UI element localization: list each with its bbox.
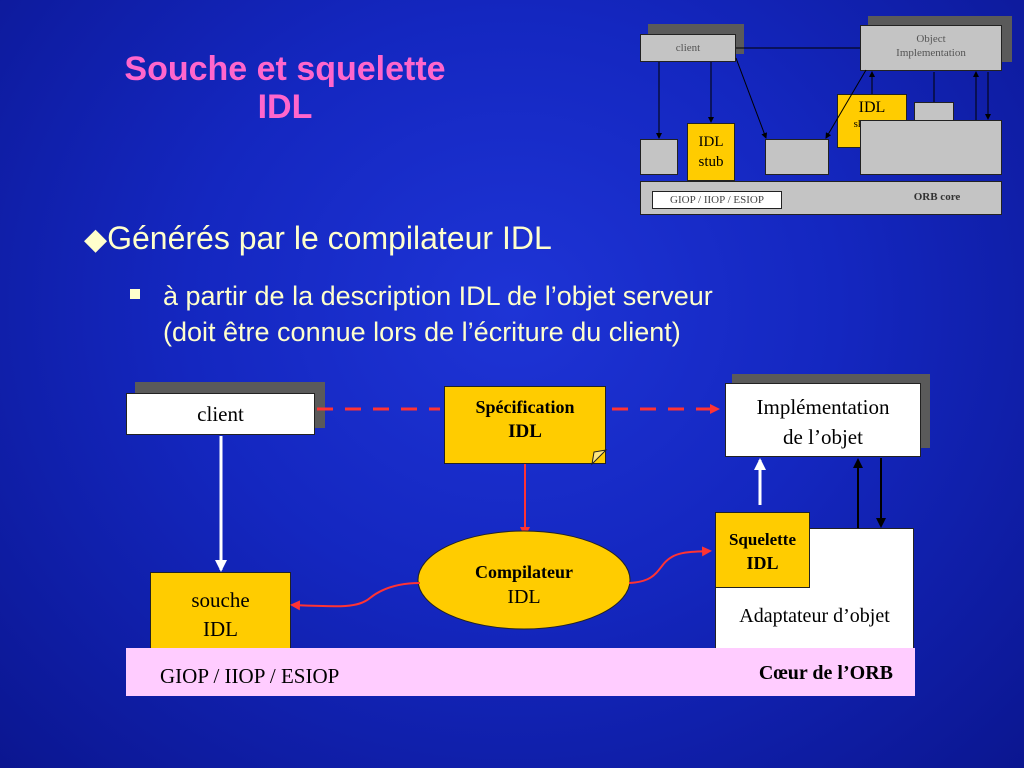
idl-skeleton-box: Squelette IDL	[715, 512, 810, 588]
title-line-2: IDL	[257, 88, 313, 126]
bullet-level-2-line-2: (doit être connue lors de l’écriture du …	[163, 317, 681, 347]
client-label: client	[197, 402, 244, 426]
overview-thumbnail: client Object Implementation IDL stub ID…	[636, 14, 1012, 220]
stub-line-2: IDL	[203, 617, 238, 641]
thumb-arrow-3	[735, 57, 768, 139]
compiler-to-skeleton-arrow	[628, 546, 712, 584]
stub-line-1: souche	[191, 588, 250, 612]
thumb-stub-line-2: stub	[698, 154, 724, 170]
bullet-level-1-text: Générés par le compilateur IDL	[107, 220, 552, 256]
thumb-adapter-block	[860, 120, 1002, 175]
object-implementation-box: Implémentation de l’objet	[725, 383, 921, 457]
spec-dog-ear	[591, 449, 608, 466]
thumb-stub-left-block	[640, 139, 678, 175]
thumb-giop-text: GIOP / IIOP / ESIOP	[670, 194, 764, 206]
thumb-middle-block	[765, 139, 829, 175]
thumb-impl-line-2: Implementation	[896, 47, 966, 59]
compiler-to-stub-arrow	[290, 582, 421, 611]
thumb-giop-label: GIOP / IIOP / ESIOP	[652, 191, 782, 209]
slide-title: Souche et squelette IDL	[60, 50, 510, 126]
adapter-label: Adaptateur d’objet	[739, 605, 890, 627]
skel-line-2: IDL	[746, 553, 779, 573]
compiler-line-1: Compilateur	[475, 562, 573, 582]
giop-label: GIOP / IIOP / ESIOP	[160, 664, 340, 688]
bullet-level-1: ◆Générés par le compilateur IDL	[84, 220, 552, 257]
thumb-client-box: client	[640, 34, 736, 62]
spec-line-2: IDL	[508, 421, 542, 442]
thumb-skel-line-1: IDL	[858, 99, 886, 116]
orb-core-bar: GIOP / IIOP / ESIOP Cœur de l’ORB	[126, 648, 915, 696]
impl-line-2: de l’objet	[783, 425, 863, 449]
thumb-idl-stub-box: IDL stub	[687, 123, 735, 181]
compiler-label: Compilateur IDL	[418, 560, 630, 610]
idl-specification-box: Spécification IDL	[444, 386, 606, 464]
thumb-orb-core-text: ORB core	[913, 191, 961, 203]
thumb-connectors	[656, 47, 991, 139]
thumb-stub-line-1: IDL	[698, 134, 724, 150]
bullet-level-2-line-1: à partir de la description IDL de l’obje…	[163, 281, 713, 311]
idl-compiler-ellipse	[417, 530, 631, 630]
thumb-object-implementation-box: Object Implementation	[860, 25, 1002, 71]
bullet-level-2-text: à partir de la description IDL de l’obje…	[163, 278, 883, 350]
diamond-bullet-icon: ◆	[84, 223, 108, 256]
title-line-1: Souche et squelette	[124, 50, 446, 88]
orb-core-label: Cœur de l’ORB	[758, 662, 893, 684]
client-box: client	[126, 393, 315, 435]
skel-line-1: Squelette	[728, 530, 797, 549]
impl-line-1: Implémentation	[756, 395, 890, 419]
thumb-client-label: client	[675, 42, 701, 54]
square-bullet-icon	[130, 289, 140, 299]
thumb-arrow-4	[825, 69, 867, 139]
compiler-line-2: IDL	[507, 586, 541, 608]
spec-line-1: Spécification	[475, 397, 575, 417]
thumb-impl-line-1: Object	[916, 33, 946, 45]
thumb-orb-core-label: ORB core	[892, 191, 982, 209]
